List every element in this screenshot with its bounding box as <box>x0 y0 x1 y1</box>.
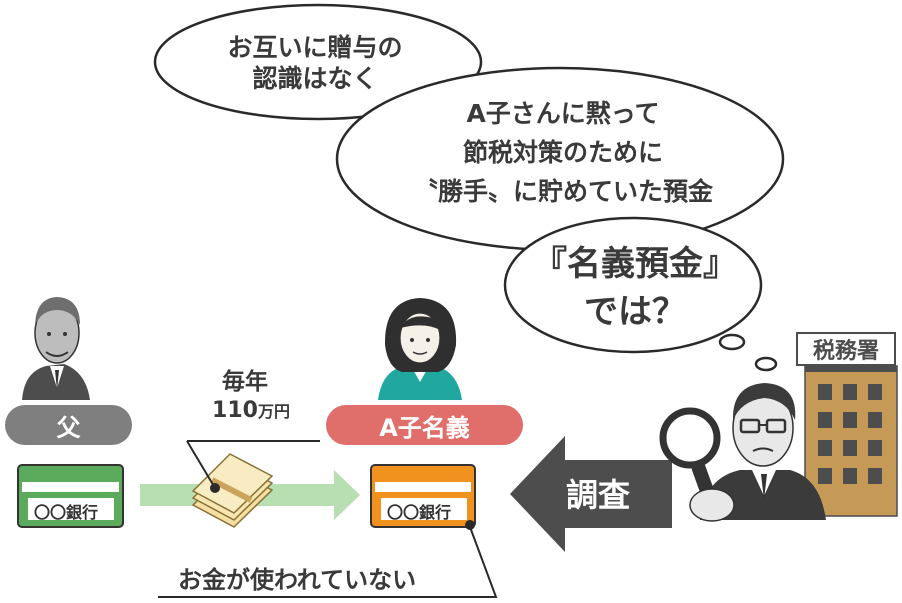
bubble-1-line-1: お互いに贈与の <box>227 33 403 62</box>
daughter-card-label: 〇〇銀行 <box>387 503 452 522</box>
father-card <box>17 464 124 528</box>
bubble-tail-2 <box>754 356 778 372</box>
bubble-3 <box>503 216 763 354</box>
inspector-icon <box>700 383 826 520</box>
bubble-1 <box>153 3 483 121</box>
daughter-card <box>370 464 476 528</box>
bubble-1-line-2: 認識はなく <box>252 64 378 93</box>
bubble-1-text: お互いに贈与の 認識はなく <box>165 32 465 94</box>
investigate-label: 調査 <box>566 476 631 514</box>
father-label: 父 <box>5 405 132 445</box>
bubble-2-line-3: 〝勝手〟に貯めていた預金 <box>412 177 713 206</box>
woman-icon <box>378 298 462 400</box>
daughter-account-label: A子名義 <box>326 405 523 445</box>
bubble-tail-1 <box>718 333 746 351</box>
annual-amount-unit: 万円 <box>257 402 290 421</box>
speech-bubbles <box>153 3 785 372</box>
annotation-lines <box>158 440 498 598</box>
bubble-3-line-1: 『名義預金』 <box>533 244 737 284</box>
tax-office-label: 税務署 <box>796 332 896 366</box>
father-card-label: 〇〇銀行 <box>34 503 99 522</box>
money-bundle-icon <box>191 453 274 528</box>
annual-amount: 110万円 <box>196 398 306 423</box>
bubble-2-line-2: 節税対策のために <box>462 138 663 167</box>
investigate-arrow <box>510 436 672 552</box>
man-icon <box>22 297 90 400</box>
unused-note: お金が使われていない <box>178 566 417 594</box>
tax-office-icon <box>804 365 898 517</box>
bubble-2-text: A子さんに黙って 節税対策のために 〝勝手〟に貯めていた預金 <box>368 94 758 211</box>
annual-amount-number: 110 <box>212 398 258 423</box>
annual-label: 毎年 <box>222 369 268 395</box>
bubble-3-text: 『名義預金』 では？ <box>525 240 745 336</box>
magnifier-icon <box>659 407 735 522</box>
bubble-2-line-1: A子さんに黙って <box>466 99 660 128</box>
bubble-3-line-2: では？ <box>584 292 686 332</box>
